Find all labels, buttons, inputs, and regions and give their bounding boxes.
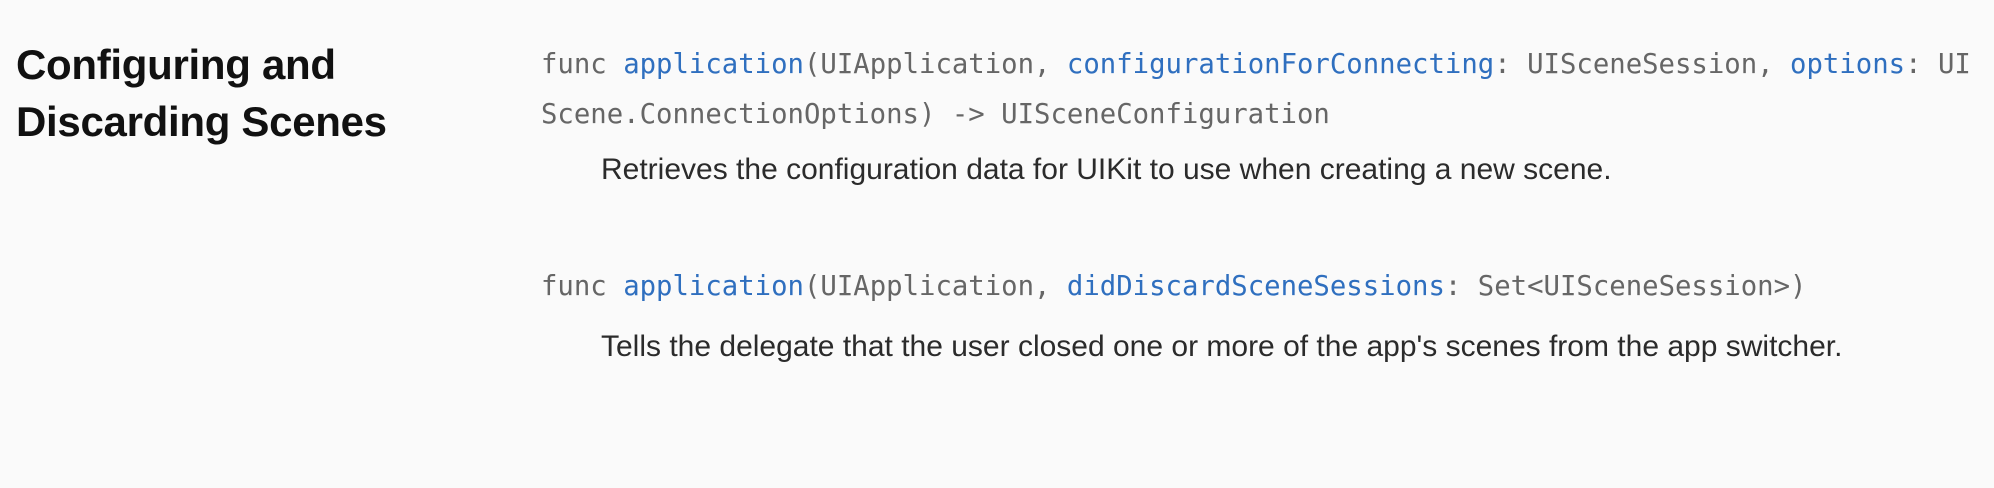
method-name: application: [623, 49, 804, 80]
topic-abstract: Retrieves the configuration data for UIK…: [601, 153, 1612, 186]
keyword-func: func: [541, 49, 607, 80]
param-label: didDiscardSceneSessions: [1066, 271, 1445, 302]
topic-signature-link[interactable]: func application(UIApplication, didDisca…: [541, 262, 1971, 312]
method-name: application: [623, 271, 804, 302]
param-label: options: [1790, 49, 1906, 80]
param-type: (UIApplication,: [803, 49, 1067, 80]
return-type: : UIScene.ConnectionOptions) -> UISceneC…: [541, 49, 1971, 130]
topic-configuration-for-connecting: func application(UIApplication, configur…: [541, 40, 1981, 195]
section-title-line2: Discarding Scenes: [16, 98, 387, 145]
topic-signature-link[interactable]: func application(UIApplication, configur…: [541, 40, 1971, 140]
param-label: configurationForConnecting: [1066, 49, 1495, 80]
param-type: (UIApplication,: [803, 271, 1067, 302]
param-type: : Set<UISceneSession>): [1444, 271, 1807, 302]
section-title: Configuring and Discarding Scenes: [16, 36, 476, 150]
keyword-func: func: [541, 271, 607, 302]
section-title-line1: Configuring and: [16, 41, 336, 88]
topic-did-discard-scene-sessions: func application(UIApplication, didDisca…: [541, 262, 1981, 372]
param-type: : UISceneSession,: [1494, 49, 1791, 80]
topic-abstract: Tells the delegate that the user closed …: [601, 330, 1843, 363]
